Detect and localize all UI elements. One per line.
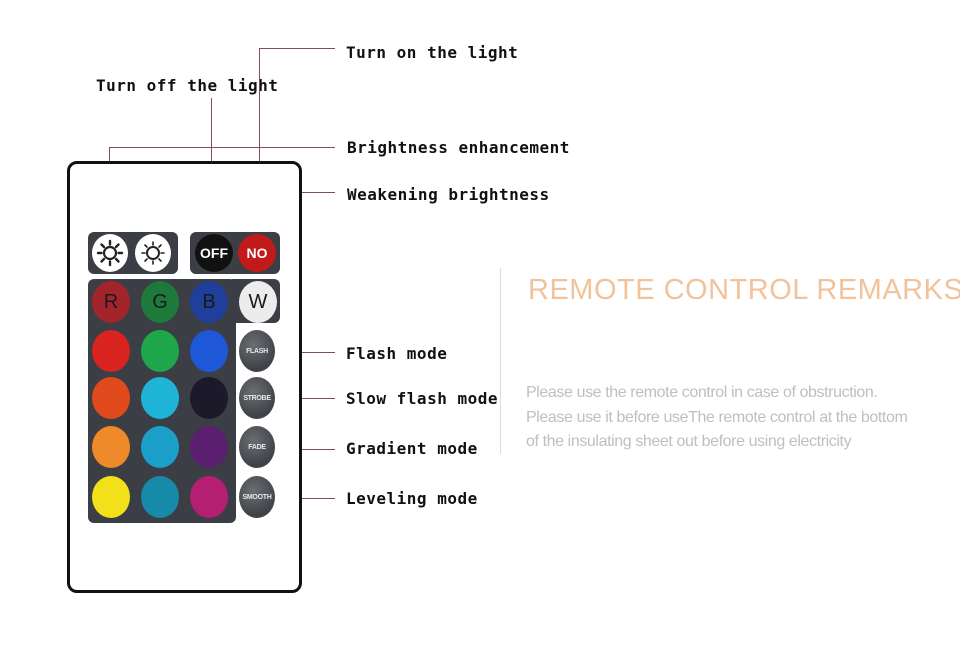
sun-icon [96, 239, 124, 267]
weakening-brightness-label: Weakening brightness [347, 185, 550, 204]
color-button[interactable] [141, 377, 179, 419]
turn-on-label: Turn on the light [346, 43, 519, 62]
white-button-label: W [248, 290, 268, 313]
green-button[interactable]: G [141, 281, 179, 323]
remarks-title: REMOTE CONTROL REMARKS [528, 274, 960, 306]
brightness-up-button[interactable] [92, 234, 128, 272]
sun-dim-icon [141, 241, 165, 265]
blue-button-label: B [202, 290, 216, 313]
remarks-line-3: of the insulating sheet out before using… [526, 433, 852, 450]
color-button[interactable] [190, 377, 228, 419]
color-button[interactable] [92, 330, 130, 372]
color-button[interactable] [190, 476, 228, 518]
smooth-button[interactable]: SMOOTH [239, 476, 275, 518]
strobe-button[interactable]: STROBE [239, 377, 275, 419]
flash-button[interactable]: FLASH [239, 330, 275, 372]
white-button[interactable]: W [239, 281, 277, 323]
fade-button[interactable]: FADE [239, 426, 275, 468]
on-button-label: NO [246, 245, 268, 261]
on-button[interactable]: NO [238, 234, 276, 272]
green-button-label: G [152, 290, 168, 313]
slow-flash-mode-label: Slow flash mode [346, 389, 498, 408]
flash-button-label: FLASH [246, 347, 268, 355]
color-button[interactable] [141, 426, 179, 468]
turn-off-label: Turn off the light [96, 76, 279, 95]
color-button[interactable] [141, 476, 179, 518]
remarks-divider [500, 268, 501, 454]
remarks-line-2: Please use it before useThe remote contr… [526, 409, 908, 426]
leveling-mode-label: Leveling mode [346, 489, 478, 508]
strobe-button-label: STROBE [243, 394, 271, 402]
color-button[interactable] [141, 330, 179, 372]
color-button[interactable] [190, 330, 228, 372]
brightness-down-button[interactable] [135, 234, 171, 272]
gradient-mode-label: Gradient mode [346, 439, 478, 458]
fade-button-label: FADE [248, 443, 266, 451]
color-button[interactable] [190, 426, 228, 468]
color-button[interactable] [92, 377, 130, 419]
flash-mode-label: Flash mode [346, 344, 448, 363]
brightness-enhancement-label: Brightness enhancement [347, 138, 570, 157]
blue-button[interactable]: B [190, 281, 228, 323]
color-button[interactable] [92, 426, 130, 468]
off-button[interactable]: OFF [195, 234, 233, 272]
red-button-label: R [103, 290, 119, 313]
off-button-label: OFF [200, 245, 228, 261]
remarks-line-1: Please use the remote control in case of… [526, 384, 878, 401]
smooth-button-label: SMOOTH [242, 493, 272, 501]
red-button[interactable]: R [92, 281, 130, 323]
color-button[interactable] [92, 476, 130, 518]
